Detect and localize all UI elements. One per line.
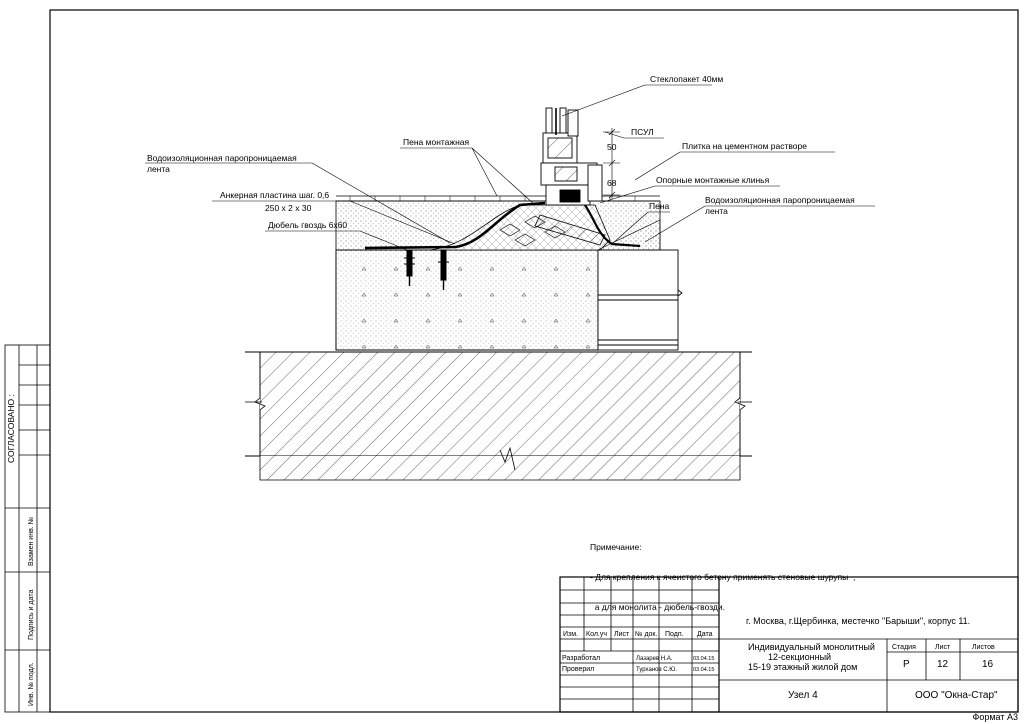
tb-project-2: 12-секционный bbox=[768, 652, 831, 662]
dim-50: 50 bbox=[607, 142, 617, 152]
label-vapor-right-2: лента bbox=[705, 206, 728, 216]
tb-col-kol: Кол.уч bbox=[586, 631, 607, 638]
tb-company: ООО "Окна-Стар" bbox=[915, 690, 998, 701]
tb-project-3: 15-19 этажный жилой дом bbox=[748, 662, 857, 672]
label-wedges: Опорные монтажные клинья bbox=[656, 175, 770, 185]
title-block bbox=[559, 576, 1019, 713]
note-line-2: а для монолита - дюбель-гвозди. bbox=[590, 602, 725, 612]
label-foam-top: Пена монтажная bbox=[403, 137, 470, 147]
label-dowel: Дюбель гвоздь 6х60 bbox=[268, 220, 347, 230]
label-tile: Плитка на цементном растворе bbox=[682, 141, 807, 151]
tb-address: г. Москва, г.Щербинка, местечко "Барыши"… bbox=[746, 616, 970, 626]
tb-stage: Р bbox=[903, 659, 910, 670]
dim-68: 68 bbox=[607, 178, 617, 188]
tb-sheet: 12 bbox=[937, 659, 949, 670]
note-block: Примечание: - Для крепления к ячеистого … bbox=[590, 522, 855, 622]
label-glazing: Стеклопакет 40мм bbox=[650, 74, 723, 84]
leader-lines bbox=[145, 84, 875, 253]
label-psul: ПСУЛ bbox=[631, 127, 654, 137]
side-exchange: Взамен инв. № bbox=[28, 517, 35, 566]
side-signature: Подпись и дата bbox=[28, 590, 35, 640]
concrete-block bbox=[335, 249, 599, 351]
note-line-1: - Для крепления к ячеистого бетону приме… bbox=[590, 572, 856, 582]
tb-col-sign: Подп. bbox=[665, 631, 684, 638]
label-vapor-left-2: лента bbox=[147, 164, 170, 174]
tb-col-doc: № док. bbox=[635, 631, 657, 638]
note-title: Примечание: bbox=[590, 542, 642, 552]
tb-sheet-header: Лист bbox=[935, 644, 951, 651]
side-agreed: СОГЛАСОВАНО : bbox=[6, 394, 16, 463]
tb-checked-name: Турханов С.Ю. bbox=[636, 667, 677, 673]
dowels bbox=[404, 249, 449, 290]
label-anchor-2: 250 х 2 х 30 bbox=[265, 203, 312, 213]
tb-col-list: Лист bbox=[614, 631, 630, 638]
tb-project-1: Индивидуальный монолитный bbox=[748, 642, 875, 652]
right-wall bbox=[597, 249, 683, 351]
side-stamp bbox=[4, 344, 51, 713]
tb-developed-date: 03.04.15 bbox=[693, 656, 714, 662]
label-vapor-left-1: Водоизоляционная паропроницаемая bbox=[147, 153, 297, 163]
side-inv: Инв. № подл. bbox=[28, 662, 35, 706]
dimensions bbox=[603, 128, 620, 199]
label-foam-right: Пена bbox=[649, 201, 670, 211]
tb-col-izm: Изм. bbox=[563, 631, 578, 638]
tb-sheets-header: Листов bbox=[972, 644, 995, 651]
tb-developed-name: Лазарев Н.А. bbox=[636, 656, 673, 662]
tb-checked-date: 03.04.15 bbox=[693, 667, 714, 673]
format-label: Формат А3 bbox=[972, 712, 1018, 722]
tb-sheets: 16 bbox=[982, 659, 994, 670]
label-anchor-1: Анкерная пластина шаг. 0,6 bbox=[220, 190, 329, 200]
window-frame bbox=[540, 107, 603, 206]
tb-node: Узел 4 bbox=[788, 690, 818, 701]
tb-stage-header: Стадия bbox=[892, 644, 916, 651]
vapor-tape-left bbox=[364, 201, 546, 250]
label-vapor-right-1: Водоизоляционная паропроницаемая bbox=[705, 195, 855, 205]
tb-developed: Разработал bbox=[562, 654, 600, 662]
tb-col-date: Дата bbox=[697, 631, 713, 638]
tb-checked: Проверил bbox=[562, 666, 594, 673]
floor-slab bbox=[245, 351, 752, 481]
